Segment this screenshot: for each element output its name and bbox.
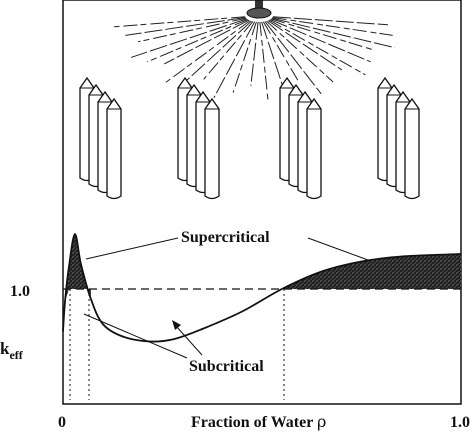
spray-line [259,21,269,102]
spray-line [203,21,254,80]
spray-line [165,20,251,83]
spray-line [232,21,257,93]
fuel-rod-icon [404,97,420,200]
fuel-rod-icon [306,97,322,200]
sprinkler-head-icon [246,0,272,19]
fuel-bundle-2 [177,76,220,200]
spray-line [272,16,393,36]
supercritical-region-right [281,254,461,289]
annotation-pointers [83,237,369,359]
x-end-tick-label: 1.0 [450,414,470,431]
x-axis-label-symbol: ρ [317,412,326,431]
spray-line [272,16,389,26]
fuel-bundle-4 [377,76,420,200]
crossing-markers [69,289,285,400]
x-axis-label-main: Fraction of Water [191,414,317,431]
spray-line [213,21,256,99]
keff-curve [62,233,462,343]
sprinkler-illustration [79,0,420,200]
y-axis-label: keff [0,339,24,362]
supercritical-pointer-right [307,237,369,261]
fuel-bundle-1 [79,76,122,200]
x-start-tick-label: 0 [58,414,66,431]
subcritical-arrowhead-icon [172,320,181,330]
subcritical-pointer-left [83,313,188,359]
spray-line [261,21,286,93]
fuel-rod-icon [106,97,122,200]
spray-line [267,20,343,71]
y-ref-tick-label: 1.0 [10,283,30,300]
spray-line [125,16,246,36]
spray-line [262,21,300,83]
spray-line [270,19,371,63]
fuel-bundle-3 [279,76,322,200]
fuel-rod-bundles [79,76,420,200]
spray-line [264,21,322,95]
plot-frame [62,0,462,405]
fuel-rod-icon [204,97,220,200]
spray-line [138,17,247,43]
spray-line [271,18,374,51]
spray-line [271,17,395,49]
spray-line [130,18,247,58]
y-axis-label-subscript: eff [9,348,23,362]
spray-line [184,20,252,83]
spray-line [164,19,250,65]
spray-line [266,20,334,83]
spray-line [268,19,366,76]
x-axis-label: Fraction of Water ρ [191,412,326,431]
subcritical-label: Subcritical [189,358,264,375]
spray-line [114,16,246,28]
supercritical-label: Supercritical [181,229,270,246]
water-spray-icon [114,16,395,102]
spray-line [147,19,248,63]
spray-line [250,21,259,86]
y-axis-label-main: k [0,339,10,358]
supercritical-pointer-left [85,237,179,260]
subcritical-pointer-mid [175,325,203,356]
